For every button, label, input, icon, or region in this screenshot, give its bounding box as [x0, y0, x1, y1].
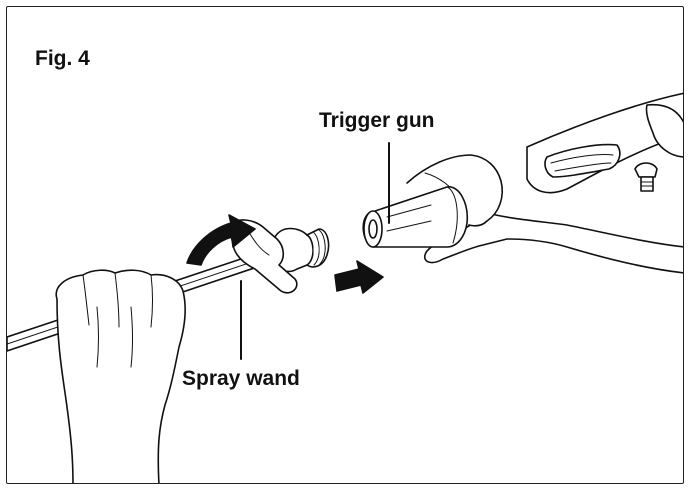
trigger-gun — [526, 92, 683, 194]
left-fist — [55, 269, 186, 483]
spray-wand-callout: Spray wand — [182, 367, 300, 390]
curved-arrow-icon — [186, 214, 256, 266]
right-arrow-icon — [334, 260, 384, 294]
figure-frame: Fig. 4 Trigger gun Spray wand — [6, 6, 684, 484]
trigger-gun-callout: Trigger gun — [319, 109, 435, 132]
gun-nozzle — [362, 186, 469, 248]
figure-label: Fig. 4 — [35, 47, 90, 70]
assembly-illustration — [7, 92, 683, 483]
